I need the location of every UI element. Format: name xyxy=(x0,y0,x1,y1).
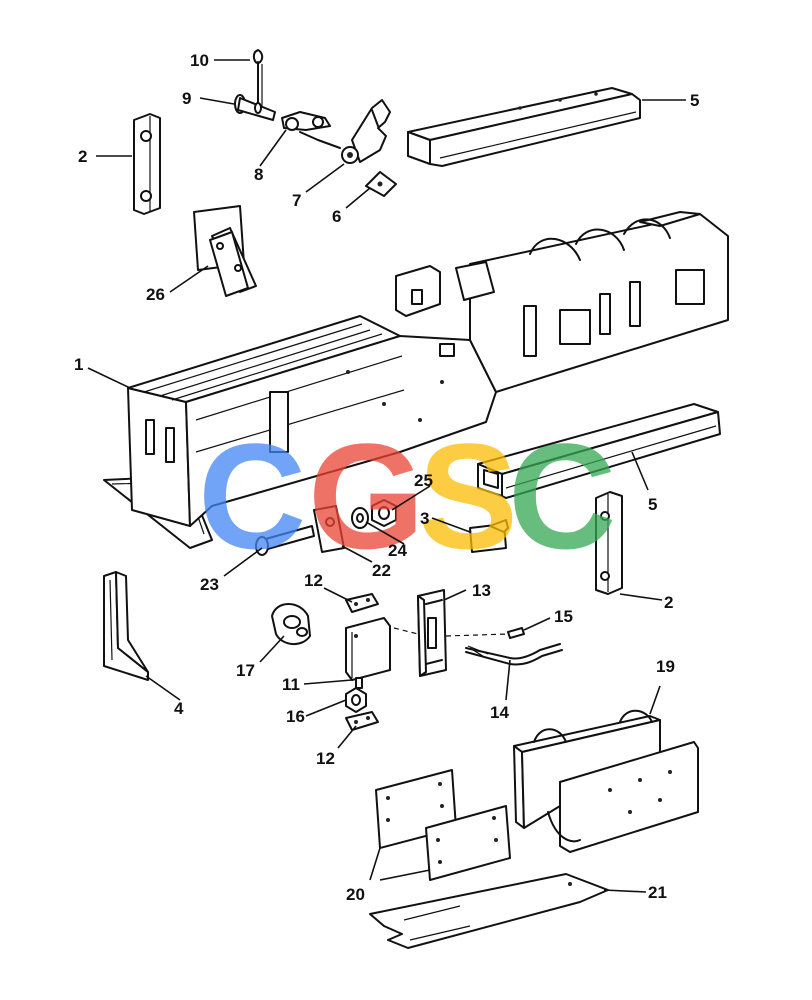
part-9-clevis-pin xyxy=(234,94,276,121)
callout-labels: 10 9 8 7 6 2 5 26 1 5 25 3 24 22 23 2 12… xyxy=(74,51,699,904)
part-7-lever xyxy=(341,99,391,164)
part-20-plates xyxy=(375,769,511,881)
part-2-plate-upper xyxy=(133,113,161,215)
part-6-bracket xyxy=(365,171,397,197)
part-17-eye-bushing xyxy=(271,603,311,645)
callout-1: 1 xyxy=(74,355,83,374)
callout-23: 23 xyxy=(200,575,219,594)
callout-11: 11 xyxy=(282,675,300,694)
watermark-letter-1: C xyxy=(198,412,306,580)
callout-5-upper: 5 xyxy=(690,91,699,110)
callout-16: 16 xyxy=(286,707,305,726)
callout-24: 24 xyxy=(388,541,407,560)
callout-8: 8 xyxy=(254,165,263,184)
part-15-pin xyxy=(507,627,525,639)
watermark-letter-4: C xyxy=(508,412,616,580)
callout-20: 20 xyxy=(346,885,365,904)
callout-19: 19 xyxy=(656,657,675,676)
callout-12-upper: 12 xyxy=(304,571,323,590)
part-5-rail-lower xyxy=(477,403,721,499)
part-22-plate xyxy=(313,505,345,553)
callout-15: 15 xyxy=(554,607,573,626)
callout-17: 17 xyxy=(236,661,255,680)
part-4-corner-bracket xyxy=(103,571,149,681)
callout-13: 13 xyxy=(472,581,491,600)
part-2-plate-right xyxy=(595,491,623,595)
part-26-shims xyxy=(193,205,257,297)
callout-14: 14 xyxy=(490,703,509,722)
callout-4: 4 xyxy=(174,699,184,718)
leader-lines xyxy=(87,59,686,893)
part-14-bent-rod xyxy=(465,643,563,666)
part-13-bracket xyxy=(417,589,447,677)
part-12-clip-upper xyxy=(345,593,379,613)
callout-3: 3 xyxy=(420,509,429,528)
part-11-mounting-plate xyxy=(345,617,391,689)
watermark-letter-2: G xyxy=(308,412,425,580)
callout-5-lower: 5 xyxy=(648,495,657,514)
callout-9: 9 xyxy=(182,89,191,108)
part-16-nut xyxy=(345,687,367,713)
part-3-clip xyxy=(469,519,509,553)
callout-2-upper: 2 xyxy=(78,147,87,166)
callout-12-lower: 12 xyxy=(316,749,335,768)
callout-6: 6 xyxy=(332,207,341,226)
callout-22: 22 xyxy=(372,561,391,580)
watermark-letter-3: S xyxy=(418,412,518,580)
part-21-skid-plate xyxy=(369,873,609,949)
callout-2-right: 2 xyxy=(664,593,673,612)
callout-7: 7 xyxy=(292,191,301,210)
part-24-washer xyxy=(351,507,369,529)
part-8-linkage xyxy=(281,111,341,149)
part-19-cage xyxy=(513,709,699,853)
callout-10: 10 xyxy=(190,51,209,70)
callout-21: 21 xyxy=(648,883,667,902)
watermark: C G S C xyxy=(198,412,616,580)
part-25-nut xyxy=(371,499,397,527)
part-5-rail-upper xyxy=(407,87,641,167)
callout-26: 26 xyxy=(146,285,165,304)
part-1-main-frame xyxy=(103,211,729,549)
callout-25: 25 xyxy=(414,471,433,490)
part-12-clip-lower xyxy=(345,711,379,731)
assembly-dash-line xyxy=(393,627,509,637)
